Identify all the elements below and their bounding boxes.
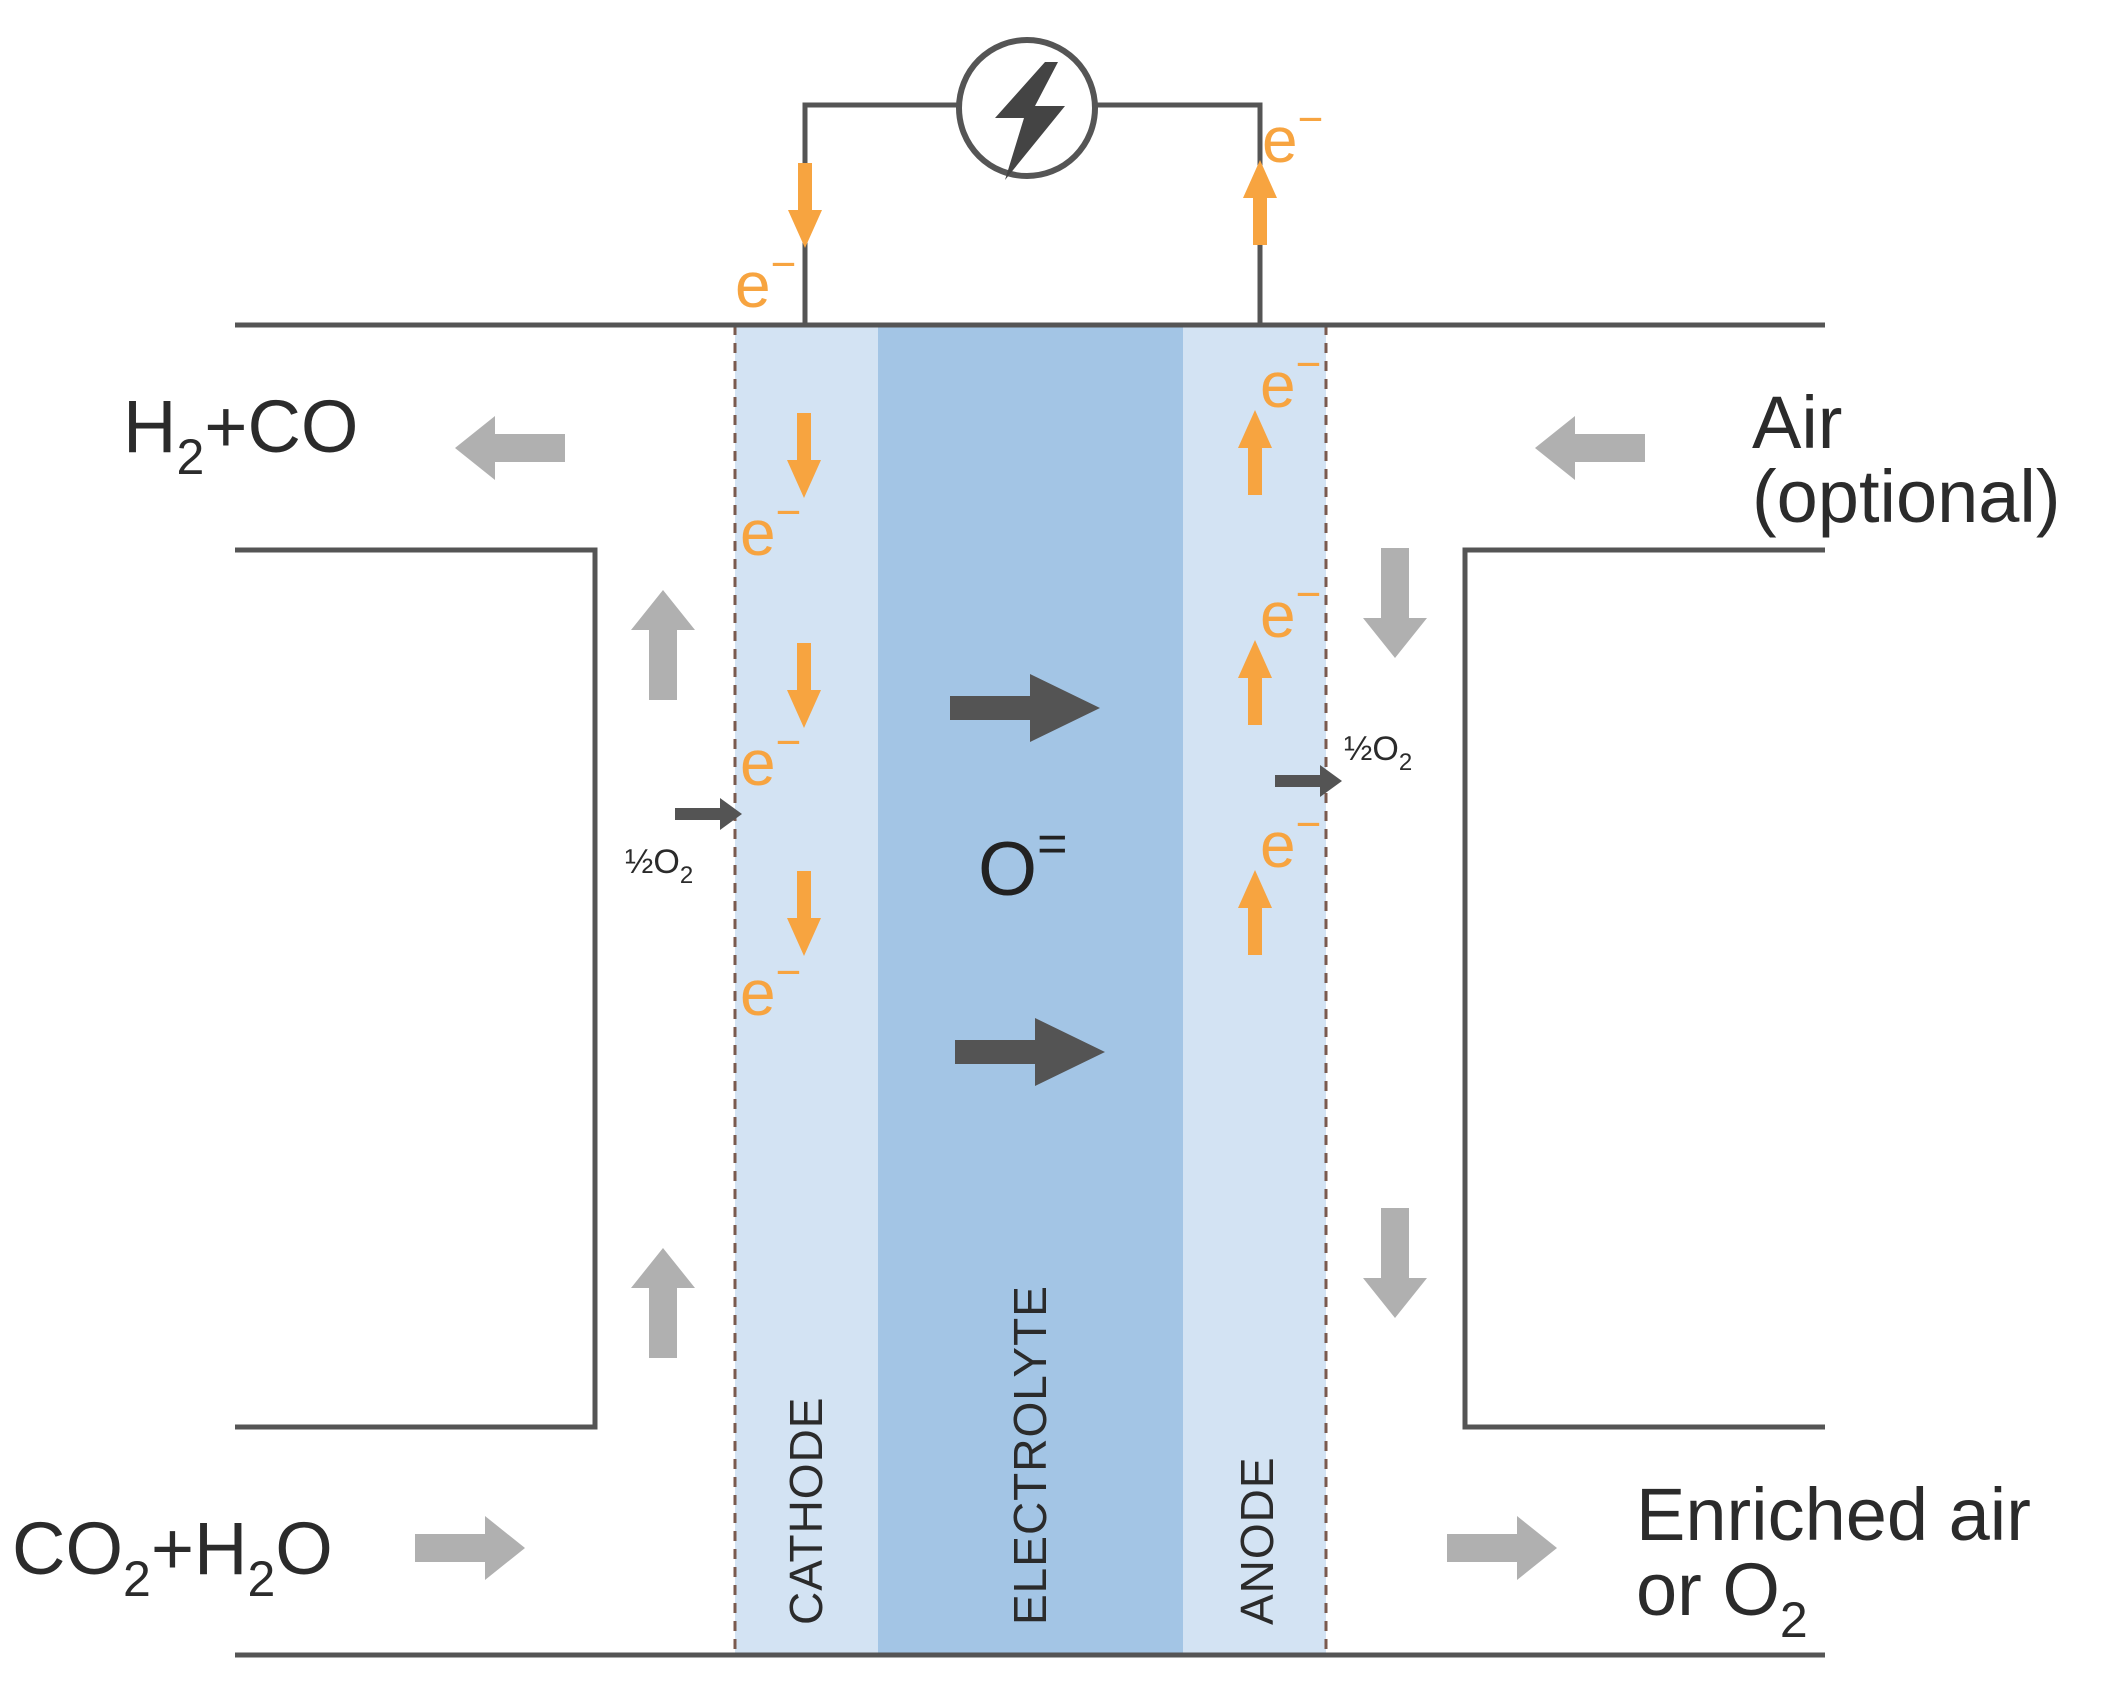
ion-arrow-1 <box>950 674 1100 742</box>
ion-arrow-2 <box>955 1018 1105 1086</box>
electron-label: e− <box>1260 570 1321 651</box>
power-source-icon <box>956 37 1098 180</box>
channel-walls <box>235 322 1825 1658</box>
anode-layer <box>1183 325 1326 1655</box>
electron-label: e− <box>1262 95 1323 176</box>
anode-label: ANODE <box>1231 1456 1283 1625</box>
anode-outlet-label-1: Enriched air <box>1636 1473 2031 1556</box>
outlet-arrow-left <box>455 416 565 480</box>
anode-outlet-label-2: or O2 <box>1636 1548 1808 1648</box>
electron-up-arrow-wire <box>1243 160 1277 245</box>
electron-down-arrow-3 <box>787 871 821 956</box>
air-inlet-sub-label: (optional) <box>1752 455 2061 538</box>
electron-label: e− <box>735 240 796 321</box>
inlet-arrow-cathode <box>415 1516 525 1580</box>
electron-label: e− <box>1260 340 1321 421</box>
o2-arrow-anode <box>1275 765 1342 797</box>
half-o2-label-cathode: ½O2 <box>625 843 693 889</box>
electron-up-arrow-1 <box>1238 410 1272 495</box>
cathode-label: CATHODE <box>780 1397 832 1626</box>
half-o2-label-anode: ½O2 <box>1344 730 1412 776</box>
electron-down-arrow-2 <box>787 643 821 728</box>
electron-down-arrow-wire <box>788 163 822 248</box>
cathode-up-arrow-2 <box>631 1248 695 1358</box>
anode-down-arrow-1 <box>1363 548 1427 658</box>
cathode-up-arrow-1 <box>631 590 695 700</box>
external-circuit <box>802 102 1263 325</box>
electron-label: e− <box>740 948 801 1029</box>
cathode-layer <box>735 325 878 1655</box>
outlet-arrow-anode <box>1447 1516 1557 1580</box>
electron-label: e− <box>1260 800 1321 881</box>
cathode-inlet-label: CO2+H2O <box>12 1507 333 1607</box>
electron-label: e− <box>740 718 801 799</box>
electron-up-arrow-3 <box>1238 870 1272 955</box>
electrolyte-layer <box>878 325 1183 1655</box>
o2-arrow-cathode <box>675 798 742 830</box>
electrolyte-label: ELECTROLYTE <box>1004 1285 1056 1625</box>
cathode-outlet-label: H2+CO <box>123 385 358 485</box>
anode-down-arrow-2 <box>1363 1208 1427 1318</box>
air-inlet-label: Air <box>1752 381 1842 464</box>
oxide-ion-label: O= <box>978 815 1068 912</box>
electron-down-arrow-1 <box>787 413 821 498</box>
electron-label: e− <box>740 488 801 569</box>
electron-up-arrow-2 <box>1238 640 1272 725</box>
inlet-arrow-right <box>1535 416 1645 480</box>
